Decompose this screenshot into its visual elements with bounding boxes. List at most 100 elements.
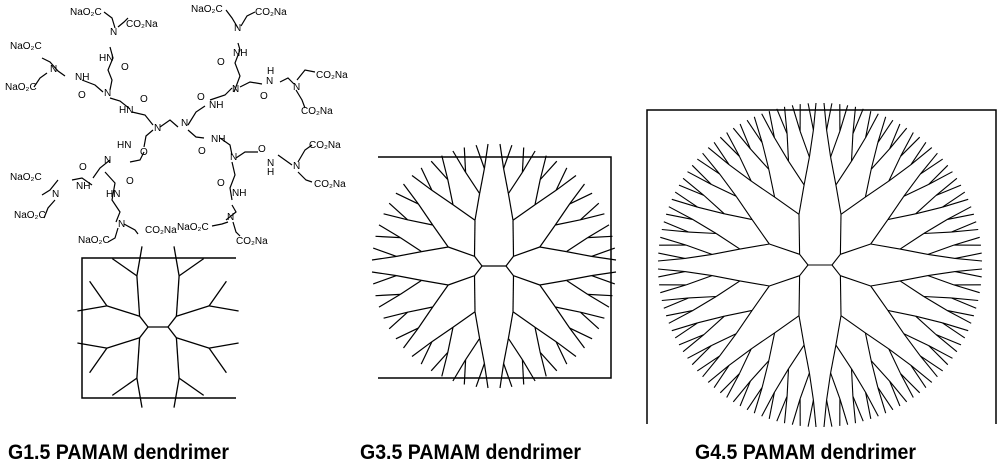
dendrimer-branch [791,105,801,132]
chem-label: N [154,123,161,134]
dendrimer-branch [421,246,449,253]
dendrimer-branch [388,311,409,330]
dendrimer-branch [761,142,770,170]
dendrimer-branch [900,132,914,157]
dendrimer-branch [751,219,770,245]
dendrimer-branch [473,275,476,312]
dendrimer-branch [383,213,408,221]
dendrimer-branch [870,219,889,245]
dendrimer-branch [865,113,879,138]
dendrimer-branch [407,306,433,313]
dendrimer-branch [899,248,929,255]
dendrimer-branch [823,400,828,428]
dendrimer-branch [507,338,523,361]
dendrimer-branch [521,150,536,173]
chem-label: NH [233,48,247,59]
dendrimer-branch [688,231,717,235]
dendrimer-branch [691,164,712,185]
dendrimer-branch [399,279,422,295]
dendrimer-branch [835,184,842,215]
dendrimer-branch [665,310,693,317]
dendrimer-branch [136,275,141,317]
dendrimer-branch [483,363,489,389]
chem-label: N [181,118,188,129]
dendrimer-branch [691,345,712,366]
dendrimer-branch [512,311,536,328]
dendrimer-branch [769,275,800,287]
dendrimer-branch [732,380,751,403]
dendrimer-branch [923,296,948,312]
dendrimer-branch [870,285,889,311]
dendrimer-branch [769,243,800,255]
dendrimer-branch [738,348,752,374]
dendrimer-branch [507,171,523,194]
dendrimer-branch [900,136,921,157]
dendrimer-branch [696,158,721,175]
dendrimer-branch [812,102,817,130]
dendrimer-branch [688,295,717,299]
chem-label: O [258,144,266,155]
dendrimer-branch [808,372,814,401]
dendrimer-branch [889,123,901,150]
dendrimer-branch [807,103,814,131]
chem-label: NH [75,72,89,83]
dendrimer-branch [447,275,475,286]
dendrimer-branch [889,380,908,403]
dendrimer-branch [396,251,422,257]
chem-label: NaO₂C [177,222,209,233]
chem-label: N [104,155,111,166]
dendrimer-branch [840,275,871,287]
dendrimer-branch [463,147,467,173]
dendrimer-branch [877,119,894,144]
dendrimer-branch [503,363,513,388]
dendrimer-branch [835,160,852,186]
dendrimer-branch [176,305,210,317]
dendrimer-branch [686,275,713,286]
dendrimer-branch [910,141,927,166]
dendrimer-branch [887,195,905,220]
dendrimer-branch [951,297,979,302]
dendrimer-branch [941,191,966,208]
dendrimer-branch [465,338,481,361]
dendrimer-branch [774,196,800,215]
dendrimer-branch [175,275,180,317]
dendrimer-branch [555,219,581,226]
dendrimer-branch [903,333,921,357]
dendrimer-branch [503,168,509,194]
chem-label: O [126,176,134,187]
dendrimer-branch [749,148,770,170]
dendrimer-branch [432,224,449,248]
dendrimer-branch [915,194,937,215]
dendrimer-branch [566,251,592,257]
dendrimer-branch [505,265,514,277]
dendrimer-branch [751,285,770,311]
dendrimer-branch [658,271,686,278]
dendrimer-branch [724,309,753,317]
dendrimer-branch [678,334,705,346]
dendrimer-branch [888,348,912,366]
dendrimer-branch [915,315,943,324]
dendrimer-branch [835,344,852,370]
dendrimer-branch [713,141,730,166]
dendrimer-branch [773,368,789,393]
dendrimer-branch [903,333,929,347]
dendrimer-branch [167,315,177,328]
dendrimer-branch [900,373,914,398]
g4-5-panel-frame [646,109,997,424]
dendrimer-branch [89,347,108,374]
dendrimer-branch [768,110,775,138]
chem-label: O [217,57,225,68]
dendrimer-branch [407,219,433,226]
dendrimer-branch [799,372,810,399]
dendrimer-branch [919,355,944,372]
dendrimer-branch [903,173,921,197]
dendrimer-branch [719,333,737,357]
dendrimer-branch [579,202,600,221]
dendrimer-branch [475,363,485,388]
dendrimer-branch [953,284,980,294]
dendrimer-branch [830,131,841,158]
dendrimer-branch [178,377,205,396]
dendrimer-branch [507,311,514,339]
dendrimer-branch [474,265,483,277]
dendrimer-branch [947,206,972,220]
